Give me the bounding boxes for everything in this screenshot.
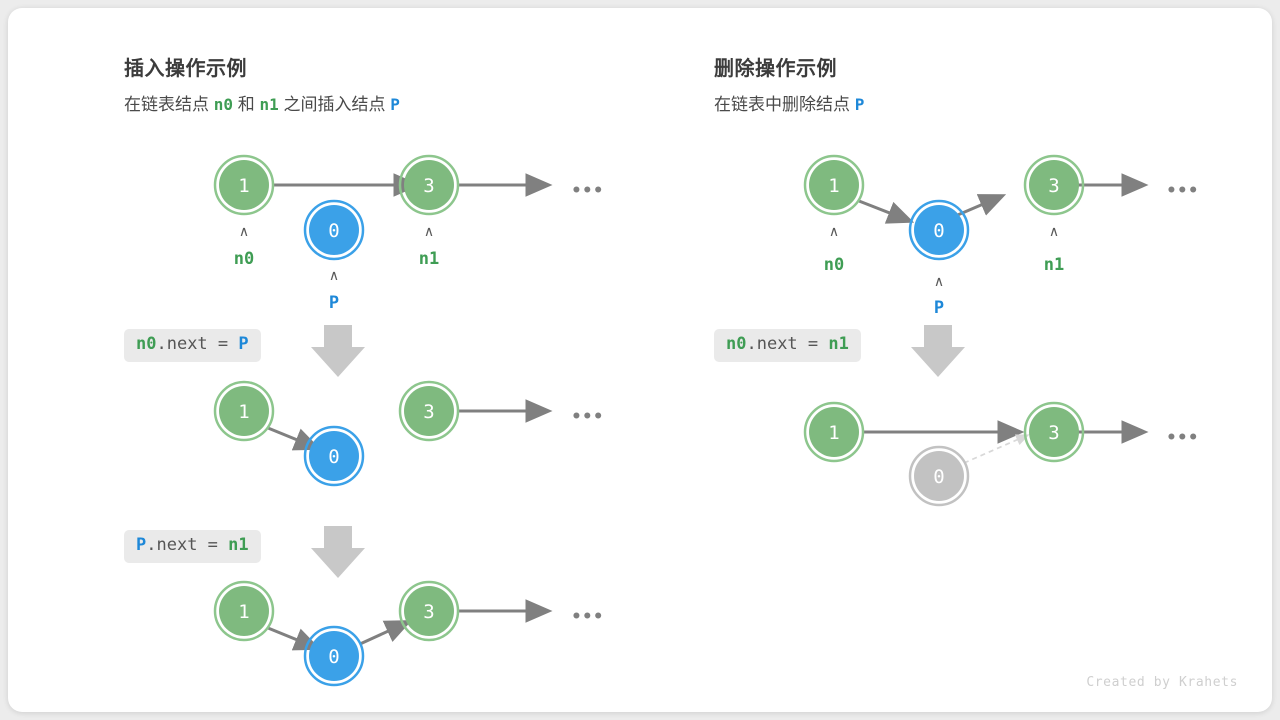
left-row1-label-p: P [329, 293, 339, 313]
subtitle-text-3: 之间插入结点 [283, 95, 386, 114]
left-row1-caret-n0: ∧ [239, 224, 249, 240]
left-row3-node-1: 1 [213, 580, 275, 642]
left-row1-node-n1-value: 3 [423, 175, 434, 197]
left-step2-code-mid: .next = [146, 535, 229, 555]
right-row1-caret-n0: ∧ [829, 224, 839, 240]
insert-operation-panel: 插入操作示例 在链表结点 n0 和 n1 之间插入结点 P [116, 8, 696, 712]
left-row2-edge-1-to-0 [267, 426, 322, 451]
left-step1-code-mid: .next = [156, 334, 239, 354]
subtitle-text-1: 在链表结点 [124, 95, 209, 114]
left-row2-node-1-value: 1 [238, 401, 249, 423]
right-row1-label-n1: n1 [1044, 255, 1064, 275]
left-row1-node-p: 0 [303, 199, 365, 261]
right-step1-code-mid: .next = [746, 334, 829, 354]
left-row3-node-3-value: 3 [423, 601, 434, 623]
left-step2-code: P.next = n1 [124, 530, 261, 564]
left-row3-edge-0-to-3 [359, 620, 413, 646]
left-step1-code-var2: P [238, 334, 249, 354]
left-row1-diagram: 1 ∧ n0 0 ∧ P 3 ∧ n1 ••• [213, 154, 604, 687]
right-row1-edge-1-to-0 [858, 199, 915, 224]
left-row3-node-1-value: 1 [238, 601, 249, 623]
right-panel-subtitle: 在链表中删除结点 P [714, 90, 864, 115]
left-step1-code: n0.next = P [124, 329, 261, 363]
diagram-card: 插入操作示例 在链表结点 n0 和 n1 之间插入结点 P [8, 8, 1272, 712]
right-step1-code-var2: n1 [828, 334, 849, 354]
right-row1-edge-0-to-3 [952, 194, 1007, 219]
left-row1-caret-n1: ∧ [424, 224, 434, 240]
right-row1-caret-p: ∧ [934, 274, 944, 290]
subtitle-p: P [390, 95, 400, 114]
right-subtitle-p: P [854, 95, 865, 114]
right-row2-edge-0-to-3-faded [963, 434, 1030, 464]
right-row2-node-0-value: 0 [933, 466, 944, 488]
right-row2-node-3-value: 3 [1048, 422, 1059, 444]
left-step1-code-var1: n0 [136, 334, 157, 354]
left-row3-node-0-value: 0 [328, 646, 339, 668]
right-row1-node-n0: 1 [803, 154, 865, 216]
left-row1-caret-p: ∧ [329, 268, 339, 284]
left-row1-node-n0-value: 1 [238, 175, 249, 197]
right-row1-label-p: P [934, 298, 944, 318]
left-step1-down-arrow-icon [311, 325, 365, 377]
right-row2-ellipsis: ••• [1166, 428, 1199, 448]
subtitle-n0: n0 [213, 95, 233, 114]
left-row2-node-3-value: 3 [423, 401, 434, 423]
left-row2-node-3: 3 [398, 380, 460, 442]
left-row3-edge-1-to-0 [267, 626, 322, 651]
right-row1-ellipsis: ••• [1166, 181, 1199, 201]
left-panel-subtitle: 在链表结点 n0 和 n1 之间插入结点 P [124, 90, 400, 115]
right-row1-label-n0: n0 [824, 255, 844, 275]
left-row2-node-0-value: 0 [328, 446, 339, 468]
left-step2-down-arrow-icon [311, 526, 365, 578]
right-row1-node-p: 0 [908, 199, 970, 261]
left-row3-node-0: 0 [303, 625, 365, 687]
left-row2-ellipsis: ••• [571, 407, 604, 427]
left-row2-node-1: 1 [213, 380, 275, 442]
delete-operation-panel: 删除操作示例 在链表中删除结点 P 1 ∧ n0 0 ∧ P [706, 8, 1266, 712]
right-rows-diagram: 1 ∧ n0 0 ∧ P 3 ∧ n1 ••• [803, 154, 1199, 507]
right-panel-title: 删除操作示例 [714, 58, 837, 80]
right-row1-caret-n1: ∧ [1049, 224, 1059, 240]
left-row2-node-0: 0 [303, 425, 365, 487]
right-step1-code-var1: n0 [726, 334, 747, 354]
left-row1-ellipsis: ••• [571, 181, 604, 201]
right-row1-node-p-value: 0 [933, 220, 944, 242]
right-row2-node-3: 3 [1023, 401, 1085, 463]
left-row3-ellipsis: ••• [571, 607, 604, 627]
left-row1-node-n0: 1 [213, 154, 275, 216]
left-step2-code-var1: P [136, 535, 147, 555]
right-row1-node-n1: 3 [1023, 154, 1085, 216]
right-step1-down-arrow-icon [911, 325, 965, 377]
right-row2-node-1-value: 1 [828, 422, 839, 444]
left-row1-label-n1: n1 [419, 249, 439, 269]
right-step1-code: n0.next = n1 [714, 329, 861, 363]
right-row2-node-0-deleted: 0 [908, 445, 970, 507]
left-row1-node-p-value: 0 [328, 220, 339, 242]
left-panel-title: 插入操作示例 [124, 58, 247, 80]
right-row2-node-1: 1 [803, 401, 865, 463]
left-step2-code-var2: n1 [228, 535, 249, 555]
subtitle-n1: n1 [259, 95, 279, 114]
left-row1-label-n0: n0 [234, 249, 254, 269]
subtitle-text-2: 和 [237, 95, 255, 114]
footer-credit: Created by Krahets [1086, 675, 1238, 690]
right-row1-node-n0-value: 1 [828, 175, 839, 197]
left-row3-node-3: 3 [398, 580, 460, 642]
left-row1-node-n1: 3 [398, 154, 460, 216]
right-row1-node-n1-value: 3 [1048, 175, 1059, 197]
right-subtitle-text-1: 在链表中删除结点 [714, 95, 850, 114]
